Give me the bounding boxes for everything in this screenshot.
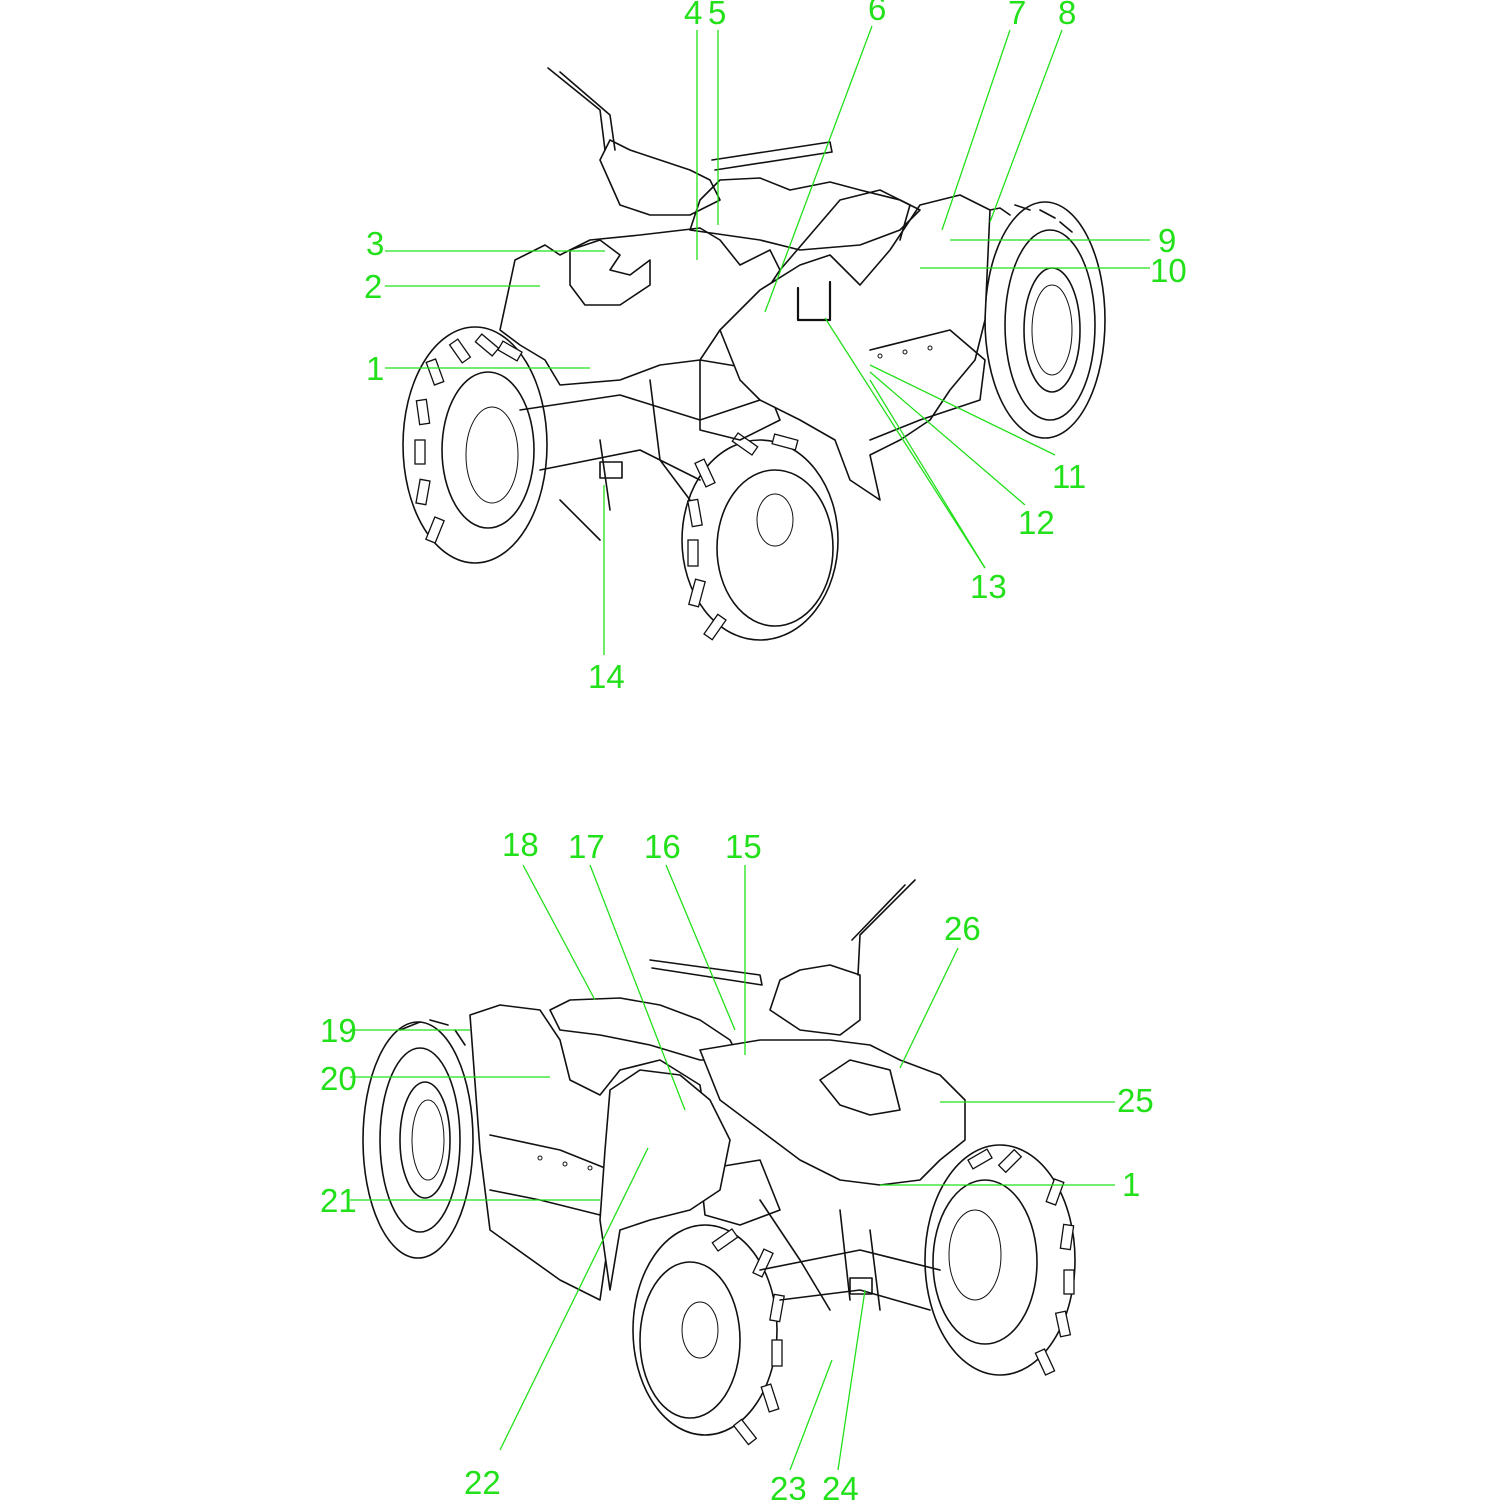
callout-5: 5	[708, 0, 726, 31]
callout-10: 10	[1150, 252, 1187, 289]
callout-24: 24	[822, 1470, 859, 1500]
rear-wheel-bottom	[362, 1019, 474, 1259]
rear-wheel-top	[984, 201, 1106, 439]
callout-22: 22	[464, 1464, 501, 1500]
front-right-wheel-bottom	[924, 1144, 1076, 1376]
callout-21: 21	[320, 1182, 357, 1219]
callout-23: 23	[770, 1470, 807, 1500]
front-left-wheel-bottom	[632, 1224, 785, 1446]
callout-26: 26	[944, 910, 981, 947]
side-fender-bottom	[599, 1069, 731, 1291]
callout-8: 8	[1058, 0, 1076, 31]
callout-1-top: 1	[366, 350, 384, 387]
callout-13: 13	[970, 568, 1007, 605]
leader-lines	[350, 25, 1150, 1471]
callout-12: 12	[1018, 504, 1055, 541]
front-left-wheel-top	[402, 326, 548, 564]
callout-25: 25	[1117, 1082, 1154, 1119]
side-fender-top	[719, 194, 991, 501]
callout-4: 4	[684, 0, 702, 31]
callout-labels: 1 2 3 4 5 6 7 8 9 10 11 12 13 14 15 16 1…	[320, 0, 1187, 1500]
callout-1-bottom: 1	[1122, 1166, 1140, 1203]
callout-9: 9	[1158, 222, 1176, 259]
callout-18: 18	[502, 826, 539, 863]
callout-15: 15	[725, 828, 762, 865]
front-right-wheel-top	[681, 432, 839, 641]
callout-17: 17	[568, 828, 605, 865]
callout-3: 3	[366, 225, 384, 262]
callout-14: 14	[588, 658, 625, 695]
callout-16: 16	[644, 828, 681, 865]
callout-6: 6	[868, 0, 886, 27]
callout-2: 2	[364, 268, 382, 305]
callout-7: 7	[1008, 0, 1026, 31]
callout-11: 11	[1052, 458, 1086, 495]
atv-front-left-view	[402, 67, 1106, 641]
atv-front-right-view	[362, 879, 1076, 1446]
front-fender-bottom	[699, 1039, 966, 1186]
callout-19: 19	[320, 1012, 357, 1049]
callout-20: 20	[320, 1060, 357, 1097]
